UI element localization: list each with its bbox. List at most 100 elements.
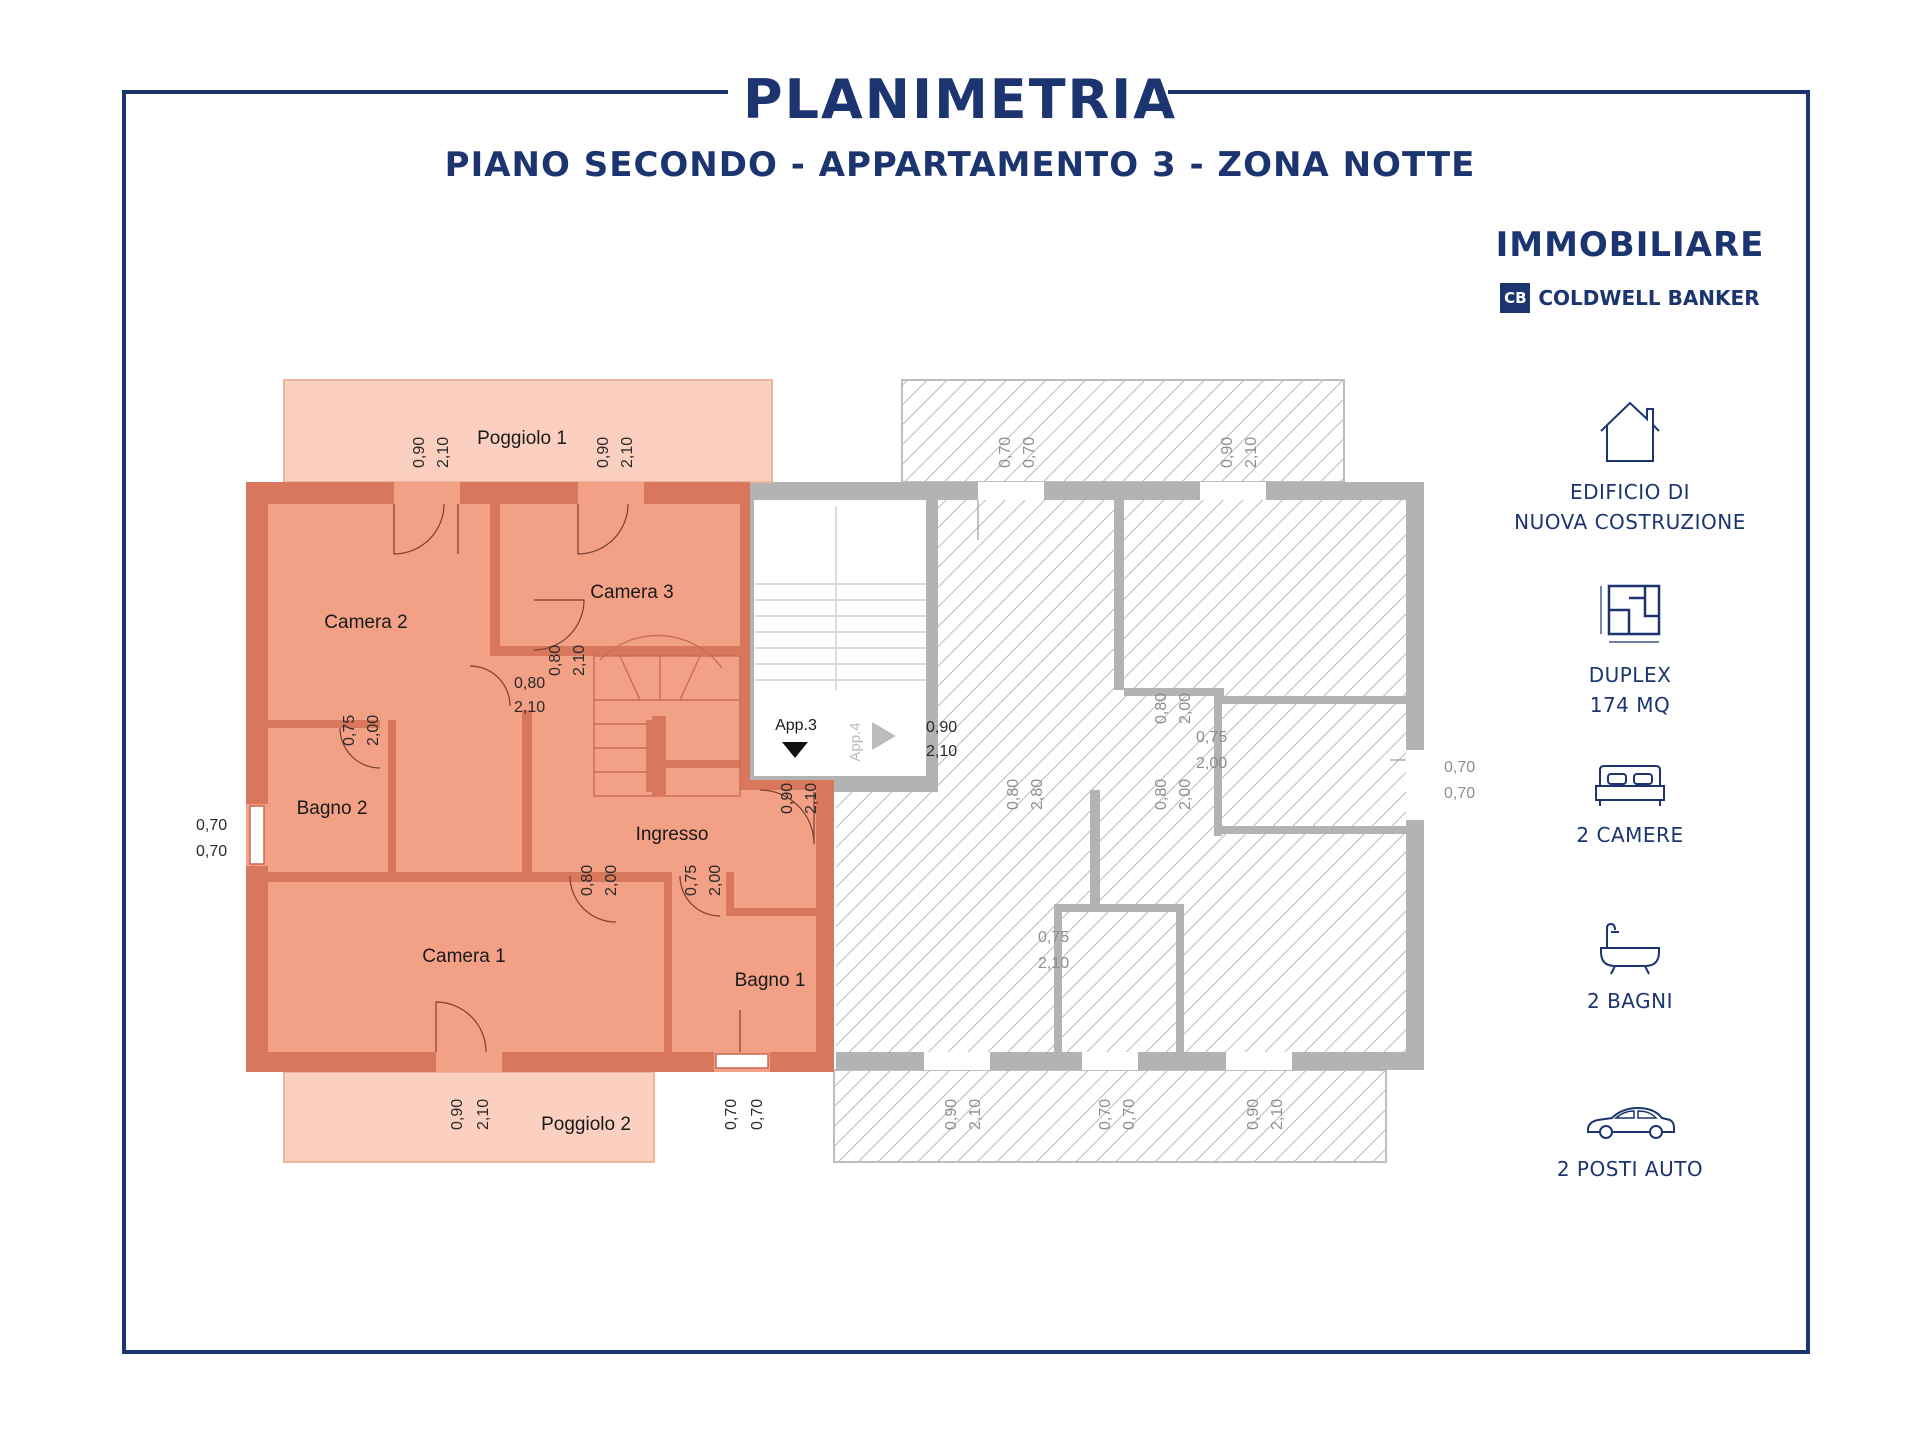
svg-text:2,10: 2,10 <box>926 743 957 760</box>
dim-door-bagno1: 0,75 2,00 <box>683 865 724 896</box>
feature-bathrooms: 2 BAGNI <box>1470 920 1790 1016</box>
svg-text:0,70: 0,70 <box>997 437 1014 468</box>
dim-neighbour-top-door: 0,90 2,10 <box>1219 437 1260 468</box>
svg-text:2,10: 2,10 <box>475 1099 492 1130</box>
svg-text:0,90: 0,90 <box>779 783 796 814</box>
svg-text:2,00: 2,00 <box>1177 693 1194 724</box>
dim-neighbour-entry: 0,90 2,10 <box>926 719 957 760</box>
company-name: COLDWELL BANKER <box>1538 286 1760 310</box>
dim-door-camera3: 0,80 2,10 <box>547 645 588 676</box>
marker-app-3: App.3 <box>775 717 817 734</box>
room-camera-3: Camera 3 <box>590 582 673 603</box>
dim-neighbour-door-c: 0,80 2,80 <box>1005 779 1046 810</box>
svg-text:0,70: 0,70 <box>749 1099 766 1130</box>
svg-text:0,80: 0,80 <box>1153 693 1170 724</box>
floorplan-icon <box>1600 584 1661 643</box>
room-bagno-1: Bagno 1 <box>735 970 806 991</box>
svg-text:2,10: 2,10 <box>514 699 545 716</box>
svg-text:0,70: 0,70 <box>196 817 227 834</box>
dim-neighbour-door-e: 0,75 2,10 <box>1038 929 1069 972</box>
car-icon <box>1587 1106 1675 1139</box>
app4-entry-arrow <box>872 722 896 750</box>
app3-entry-arrow <box>782 742 808 758</box>
feature-label: 2 BAGNI <box>1587 989 1673 1013</box>
feature-label: DUPLEX 174 MQ <box>1588 663 1672 717</box>
svg-text:2,10: 2,10 <box>435 437 452 468</box>
apartment-3 <box>246 379 834 1163</box>
balcony-poggiolo-2 <box>283 1071 655 1163</box>
marker-app-4: App.4 <box>847 722 864 761</box>
dim-window-bagno1: 0,70 0,70 <box>723 1099 766 1130</box>
svg-text:0,90: 0,90 <box>449 1099 466 1130</box>
page-subtitle: PIANO SECONDO - APPARTAMENTO 3 - ZONA NO… <box>444 145 1476 185</box>
svg-text:2,10: 2,10 <box>571 645 588 676</box>
cb-logo-icon: CB <box>1500 283 1531 313</box>
dim-door-bagno2: 0,75 2,00 <box>341 715 382 746</box>
room-ingresso: Ingresso <box>636 824 709 845</box>
svg-text:2,00: 2,00 <box>1177 779 1194 810</box>
stairwell <box>750 492 930 782</box>
svg-text:0,80: 0,80 <box>547 645 564 676</box>
svg-text:0,90: 0,90 <box>926 719 957 736</box>
svg-text:0,70: 0,70 <box>1121 1099 1138 1130</box>
room-camera-2: Camera 2 <box>324 612 407 633</box>
svg-text:0,90: 0,90 <box>943 1099 960 1130</box>
svg-text:0,80: 0,80 <box>579 865 596 896</box>
dim-neighbour-door-d: 0,80 2,00 <box>1153 779 1194 810</box>
dim-neighbour-bottom-door-b: 0,90 2,10 <box>1245 1099 1286 1130</box>
dim-door-ingresso: 0,90 2,10 <box>779 783 820 814</box>
dim-door-camera1-balcony: 0,90 2,10 <box>449 1099 492 1130</box>
dim-door-camera2: 0,80 2,10 <box>514 675 545 716</box>
svg-text:0,90: 0,90 <box>595 437 612 468</box>
house-icon <box>1600 401 1660 462</box>
svg-text:2,00: 2,00 <box>707 865 724 896</box>
svg-text:2,10: 2,10 <box>1038 955 1069 972</box>
svg-text:0,70: 0,70 <box>1444 785 1475 802</box>
feature-duplex: DUPLEX 174 MQ <box>1470 580 1790 720</box>
feature-label: 2 CAMERE <box>1576 823 1684 847</box>
svg-text:2,10: 2,10 <box>967 1099 984 1130</box>
room-camera-1: Camera 1 <box>422 946 505 967</box>
svg-text:0,70: 0,70 <box>723 1099 740 1130</box>
svg-text:0,75: 0,75 <box>1038 929 1069 946</box>
svg-text:2,00: 2,00 <box>365 715 382 746</box>
dim-neighbour-door-a: 0,80 2,00 <box>1153 693 1194 724</box>
svg-text:0,90: 0,90 <box>411 437 428 468</box>
svg-text:0,80: 0,80 <box>1153 779 1170 810</box>
info-sidebar: IMMOBILIARE CB COLDWELL BANKER EDIFICIO … <box>1470 225 1790 1181</box>
page-border <box>122 90 1810 1354</box>
svg-text:0,75: 0,75 <box>683 865 700 896</box>
feature-parking: 2 POSTI AUTO <box>1470 1100 1790 1184</box>
dim-door-camera2-balcony: 0,90 2,10 <box>411 437 452 468</box>
dim-neighbour-bottom-window: 0,70 0,70 <box>1097 1099 1138 1130</box>
svg-text:2,10: 2,10 <box>1269 1099 1286 1130</box>
svg-text:0,90: 0,90 <box>1219 437 1236 468</box>
svg-text:0,70: 0,70 <box>1021 437 1038 468</box>
svg-text:2,10: 2,10 <box>619 437 636 468</box>
svg-text:2,10: 2,10 <box>803 783 820 814</box>
room-bagno-2: Bagno 2 <box>297 798 368 819</box>
dim-window-bagno2: 0,70 0,70 <box>196 817 227 860</box>
brand-name: IMMOBILIARE <box>1495 225 1765 265</box>
svg-text:0,70: 0,70 <box>1444 759 1475 776</box>
svg-text:2,10: 2,10 <box>1243 437 1260 468</box>
bathtub-icon <box>1600 922 1660 975</box>
room-poggiolo-2: Poggiolo 2 <box>541 1114 631 1135</box>
svg-text:0,80: 0,80 <box>1005 779 1022 810</box>
svg-text:0,75: 0,75 <box>341 715 358 746</box>
svg-text:0,90: 0,90 <box>1245 1099 1262 1130</box>
dim-neighbour-door-b: 0,75 2,00 <box>1196 729 1227 772</box>
neighbour-balcony-bottom <box>833 1069 1387 1163</box>
feature-label: 2 POSTI AUTO <box>1556 1157 1704 1181</box>
dim-neighbour-right-window: 0,70 0,70 <box>1444 759 1475 802</box>
feature-label: EDIFICIO DI NUOVA COSTRUZIONE <box>1514 480 1746 534</box>
svg-text:2,80: 2,80 <box>1029 779 1046 810</box>
dim-door-camera1: 0,80 2,00 <box>579 865 620 896</box>
room-poggiolo-1: Poggiolo 1 <box>477 428 567 449</box>
svg-text:0,70: 0,70 <box>196 843 227 860</box>
bed-icon <box>1595 765 1665 806</box>
svg-text:0,80: 0,80 <box>514 675 545 692</box>
page-title: PLANIMETRIA <box>743 68 1177 131</box>
spiral-stair <box>593 634 741 797</box>
